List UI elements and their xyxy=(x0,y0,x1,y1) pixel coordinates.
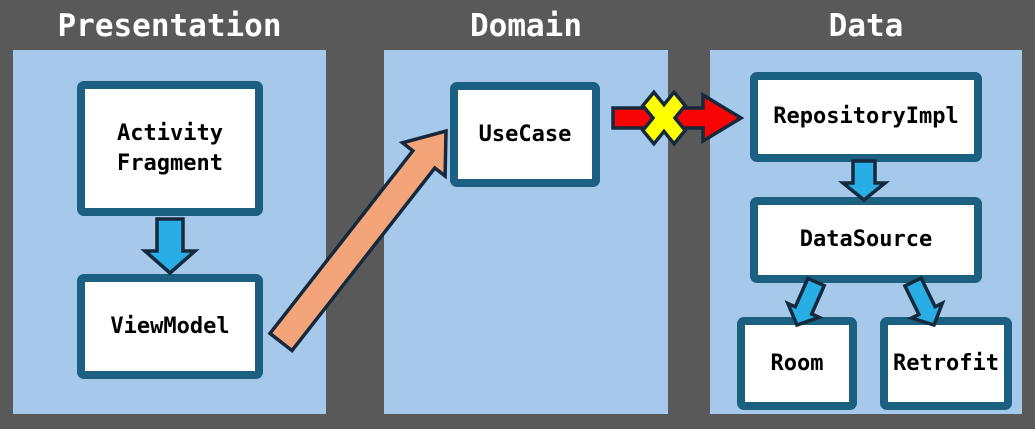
layer-title-data: Data xyxy=(828,8,904,44)
room-box: Room xyxy=(737,317,857,410)
room-label: Room xyxy=(770,350,824,376)
repository-impl-box: RepositoryImpl xyxy=(750,72,982,162)
activity-fragment-label-line1: Activity xyxy=(117,120,223,146)
viewmodel-box: ViewModel xyxy=(77,274,263,379)
retrofit-box: Retrofit xyxy=(880,317,1012,410)
usecase-box: UseCase xyxy=(450,82,600,187)
layer-title-presentation: Presentation xyxy=(57,8,282,44)
layer-title-domain: Domain xyxy=(470,8,582,44)
activity-fragment-label-line2: Fragment xyxy=(117,150,223,176)
activity-fragment-box: Activity Fragment xyxy=(77,81,263,216)
usecase-label: UseCase xyxy=(478,121,572,147)
viewmodel-label: ViewModel xyxy=(110,313,230,339)
datasource-box: DataSource xyxy=(750,197,982,283)
datasource-label: DataSource xyxy=(799,227,933,253)
retrofit-label: Retrofit xyxy=(893,350,999,376)
repository-impl-label: RepositoryImpl xyxy=(773,104,959,130)
